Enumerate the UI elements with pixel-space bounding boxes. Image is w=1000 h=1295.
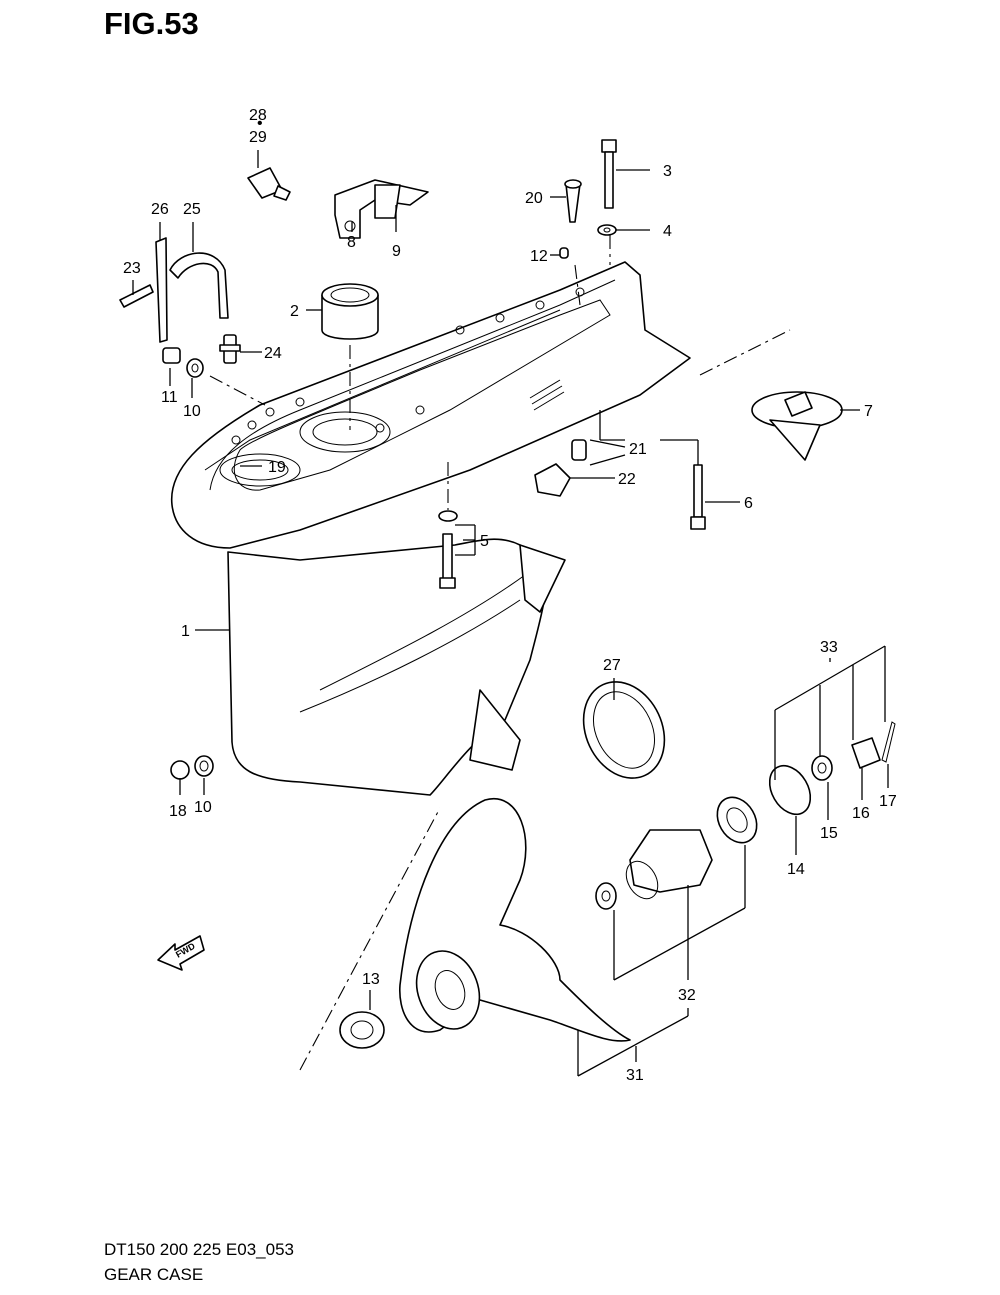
bracket-8-9: [334, 179, 429, 239]
callout-33: 33: [820, 639, 838, 656]
castle-nut-16: [851, 737, 881, 769]
plug-20: [564, 179, 582, 223]
bolt-3: [601, 139, 617, 209]
thrust-washer: [595, 882, 617, 910]
nipple-24: [219, 334, 241, 364]
callout-2: 2: [290, 303, 299, 320]
callout-28: 28: [249, 107, 267, 124]
figure-title: FIG.53: [104, 6, 199, 41]
callout-10-bottom: 10: [194, 799, 212, 816]
callout-3: 3: [663, 163, 672, 180]
retaining-ring-13: [339, 1011, 385, 1049]
figure-name: GEAR CASE: [104, 1265, 204, 1284]
needle-bearing: [321, 283, 379, 340]
callout-24: 24: [264, 345, 282, 362]
pin-12: [559, 247, 569, 259]
collar-21: [571, 439, 587, 461]
callout-14: 14: [787, 861, 805, 878]
callout-1: 1: [181, 623, 190, 640]
washer-4: [597, 224, 617, 236]
seal-ring-27: [582, 681, 666, 779]
callout-separator-dot: •: [257, 115, 263, 132]
fwd-arrow-icon: FWD: [157, 935, 205, 971]
callout-27: 27: [603, 657, 621, 674]
callout-16: 16: [852, 805, 870, 822]
spacer-washer: [716, 796, 758, 844]
figure-model-code: DT150 200 225 E03_053: [104, 1240, 294, 1259]
propeller-31: [399, 797, 631, 1042]
callout-22: 22: [618, 471, 636, 488]
callout-8: 8: [347, 234, 356, 251]
washer-15: [811, 755, 833, 781]
callout-11: 11: [161, 389, 178, 406]
callout-7: 7: [864, 403, 873, 420]
callout-labels: 1 2 3 4 5 6 7 8 9 10 10 11 12 13 14 15 1…: [123, 107, 897, 1084]
callout-5: 5: [480, 533, 489, 550]
bolt-5: [438, 510, 458, 589]
callout-19: 19: [268, 459, 286, 476]
callout-4: 4: [663, 223, 672, 240]
toothed-washer-14: [768, 764, 812, 816]
callout-21: 21: [629, 441, 647, 458]
bolt-6: [690, 464, 706, 530]
callout-18: 18: [169, 803, 187, 820]
stud-23: [119, 284, 154, 308]
callout-9: 9: [392, 243, 401, 260]
cable-tie-26: [155, 237, 168, 343]
callout-26: 26: [151, 201, 169, 218]
grommet-22: [534, 463, 571, 497]
gear-case-housing: [170, 261, 691, 796]
callout-17: 17: [879, 793, 897, 810]
washer-10-top: [186, 358, 204, 378]
callout-23: 23: [123, 260, 141, 277]
washer-10-bottom: [194, 755, 214, 777]
callout-20: 20: [525, 190, 543, 207]
rubber-hub-bushing: [625, 829, 713, 900]
callout-13: 13: [362, 971, 380, 988]
trim-tab-anode-7: [751, 391, 843, 461]
assembly-lines: [209, 235, 791, 1071]
fitting-28-29: [247, 167, 291, 201]
plug-11: [162, 347, 181, 364]
cotter-pin-17: [881, 721, 896, 763]
callout-25: 25: [183, 201, 201, 218]
callout-32: 32: [678, 987, 696, 1004]
leader-lines: [132, 150, 889, 1077]
callout-12: 12: [530, 248, 548, 265]
cap-18: [170, 760, 190, 780]
callout-31: 31: [626, 1067, 644, 1084]
callout-29: 29: [249, 129, 267, 146]
callout-15: 15: [820, 825, 838, 842]
callout-6: 6: [744, 495, 753, 512]
callout-10-top: 10: [183, 403, 201, 420]
hose-25: [169, 252, 229, 319]
